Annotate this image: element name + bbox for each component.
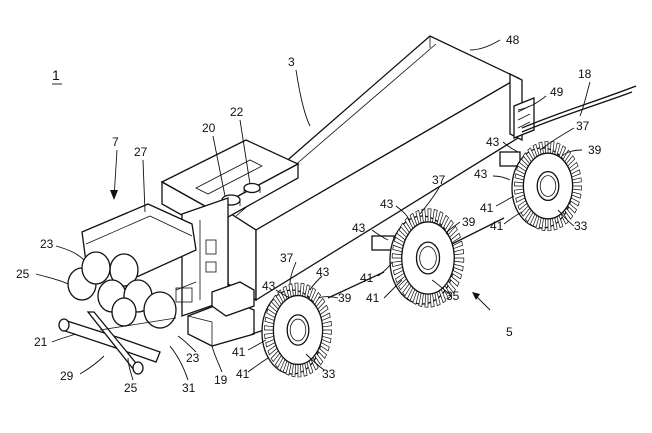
bumper [58, 311, 177, 375]
label-25b: 25 [124, 381, 138, 395]
label-49: 49 [550, 85, 564, 99]
label-48: 48 [506, 33, 520, 47]
label-43b: 43 [474, 167, 488, 181]
rear-unit [509, 72, 535, 142]
label-37a: 37 [576, 119, 590, 133]
label-41a: 41 [480, 201, 494, 215]
label-33a: 33 [574, 219, 588, 233]
label-31: 31 [182, 381, 196, 395]
label-3: 3 [288, 55, 295, 69]
upper-deck [160, 139, 300, 234]
label-29: 29 [60, 369, 74, 383]
label-43e: 43 [316, 265, 330, 279]
leader-lines [35, 39, 591, 381]
label-20: 20 [202, 121, 216, 135]
label-19: 19 [214, 373, 228, 387]
label-41f: 41 [236, 367, 250, 381]
sensor-head [67, 203, 197, 329]
label-27: 27 [134, 145, 148, 159]
label-43f: 43 [262, 279, 276, 293]
wheel-middle [389, 208, 465, 308]
label-fig: 1 [52, 67, 60, 83]
label-21: 21 [34, 335, 48, 349]
label-41c: 41 [360, 271, 374, 285]
label-5: 5 [506, 325, 513, 339]
wheel-front [261, 282, 332, 378]
label-18: 18 [578, 67, 592, 81]
label-39a: 39 [588, 143, 602, 157]
label-41d: 41 [366, 291, 380, 305]
label-37c: 37 [280, 251, 294, 265]
label-41b: 41 [490, 219, 504, 233]
label-43d: 43 [352, 221, 366, 235]
label-7: 7 [112, 135, 119, 149]
label-43a: 43 [486, 135, 500, 149]
label-25a: 25 [16, 267, 30, 281]
label-43c: 43 [380, 197, 394, 211]
front-frame [181, 197, 255, 347]
label-23a: 23 [40, 237, 54, 251]
label-35: 35 [446, 289, 460, 303]
button-22 [243, 182, 261, 194]
label-41e: 41 [232, 345, 246, 359]
label-37b: 37 [432, 173, 446, 187]
label-33b: 33 [322, 367, 336, 381]
label-22: 22 [230, 105, 244, 119]
wheel-rear [511, 140, 582, 232]
label-39b: 39 [462, 215, 476, 229]
label-23b: 23 [186, 351, 200, 365]
reference-labels: 1 7 27 20 22 3 48 18 49 43 37 39 43 41 4… [16, 33, 602, 395]
cable [521, 85, 637, 129]
main-body [226, 35, 520, 302]
label-39c: 39 [338, 291, 352, 305]
